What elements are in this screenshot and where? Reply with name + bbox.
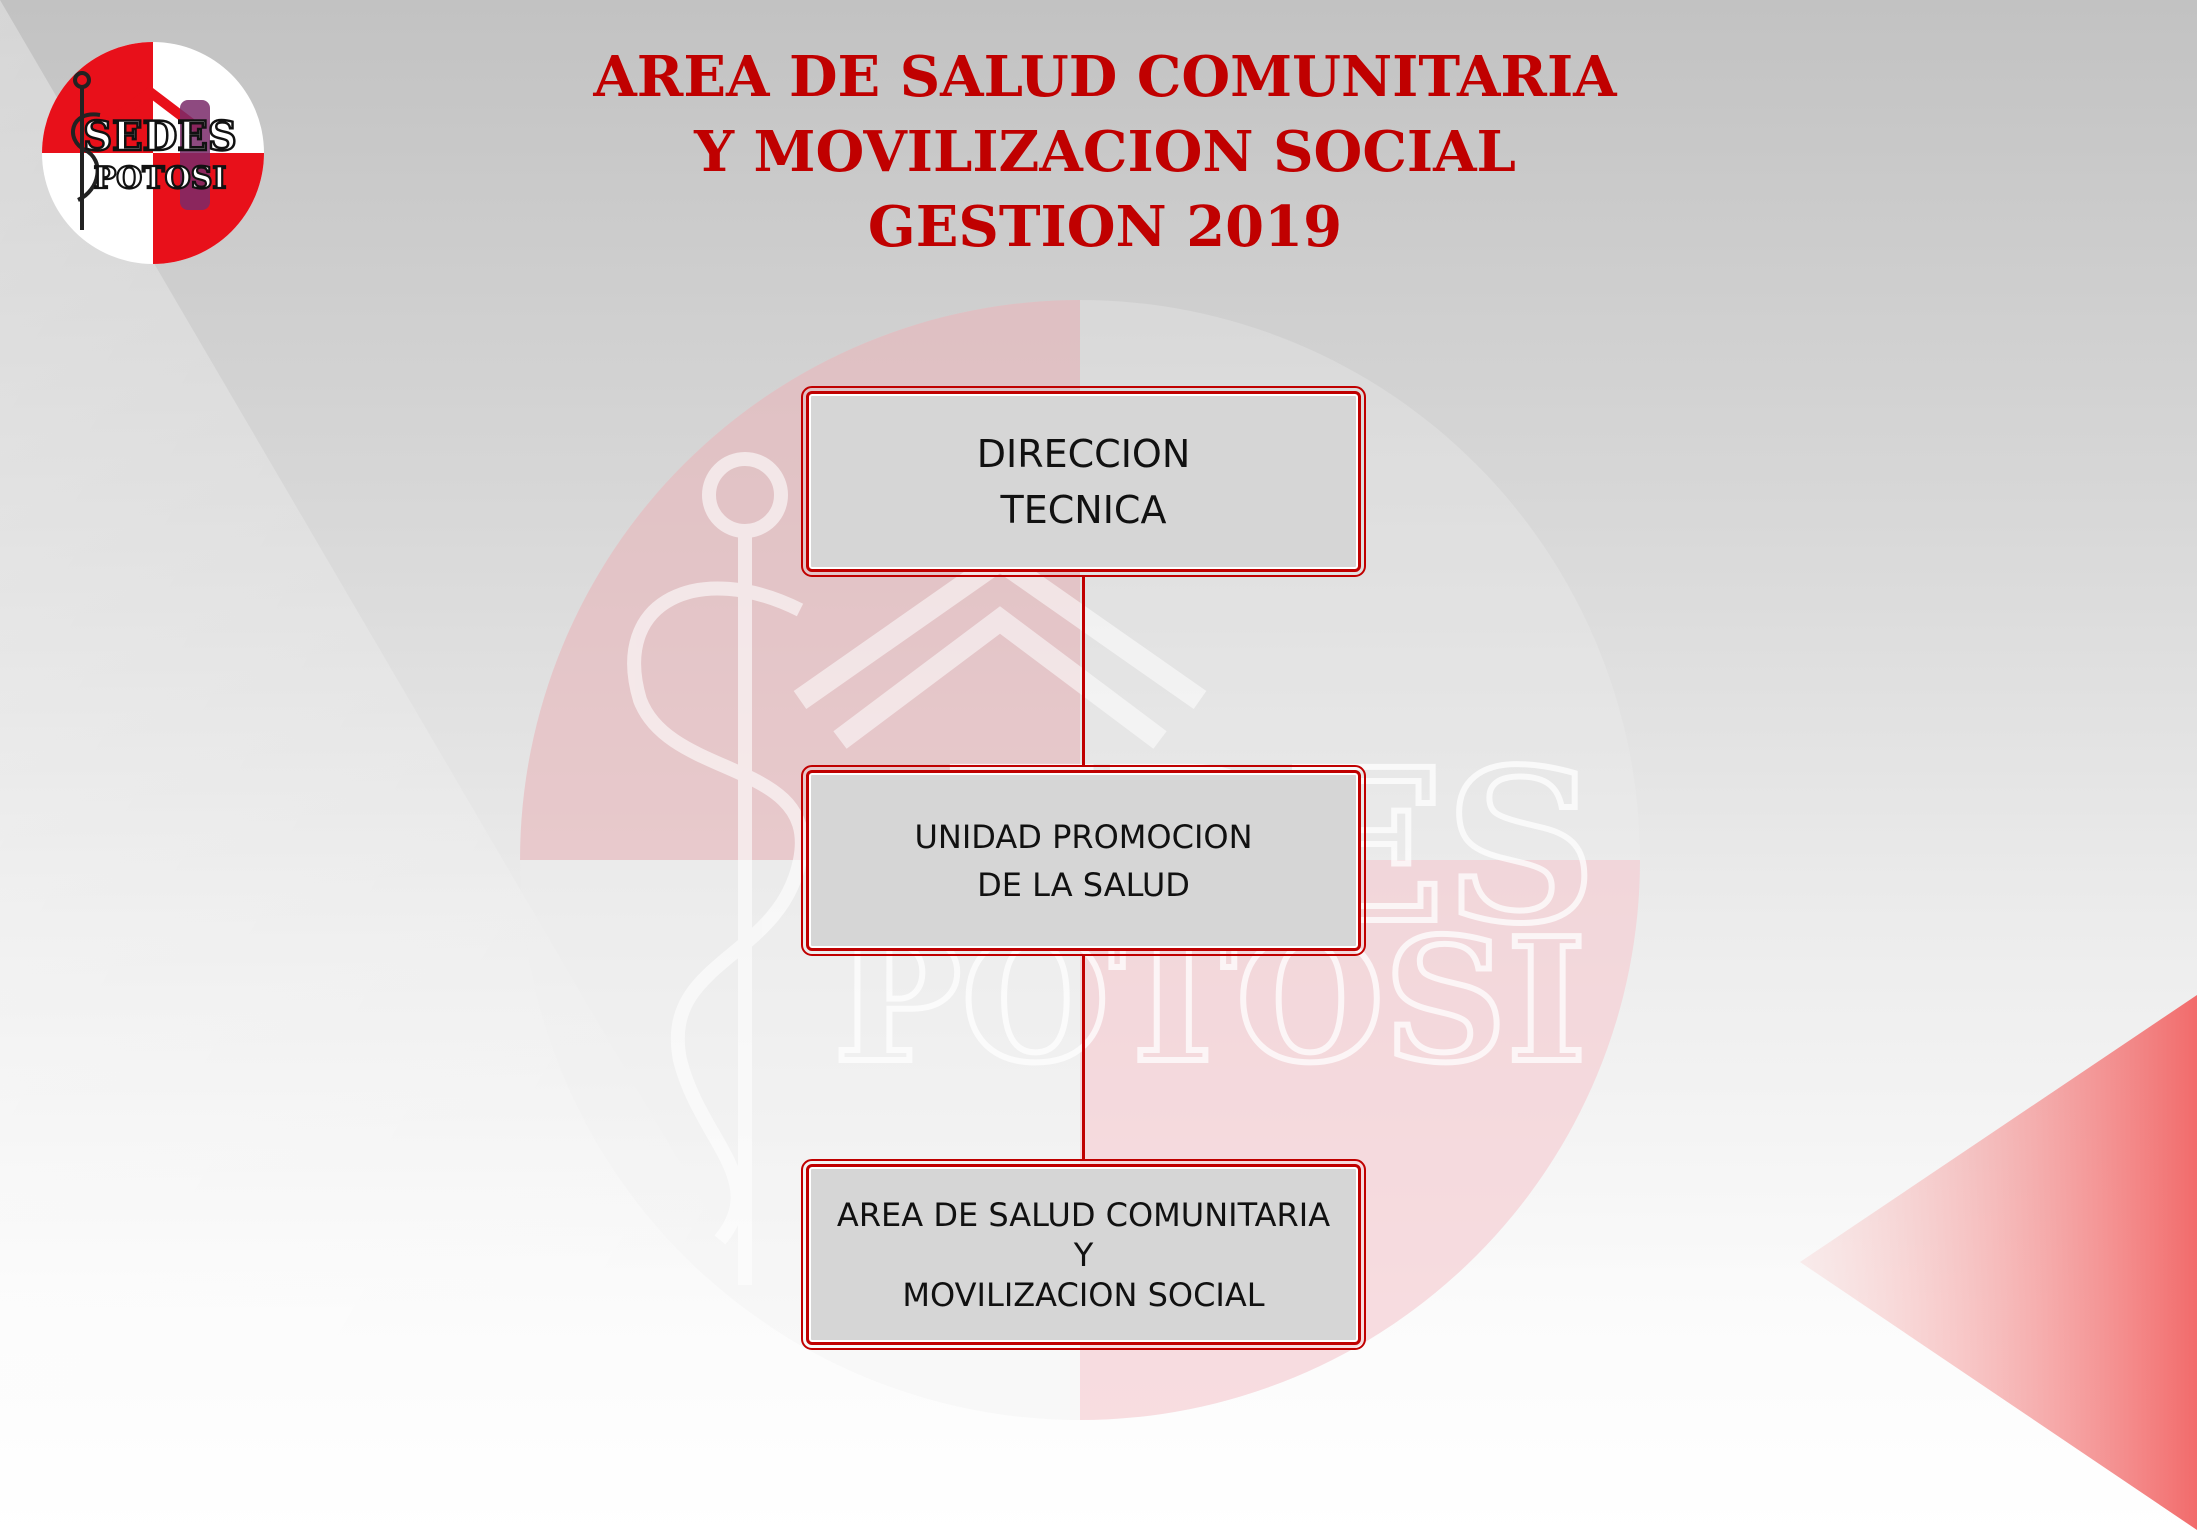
title-line-1: AREA DE SALUD COMUNITARIA [593, 44, 1617, 110]
title-line-3: GESTION 2019 [867, 194, 1343, 260]
logo-text-2: POTOSI [94, 161, 227, 196]
diagonal-band [0, 0, 900, 1539]
node-2-line-1: UNIDAD PROMOCION [914, 817, 1253, 856]
sedes-potosi-logo: SEDES POTOSI [42, 42, 264, 264]
node-3-line-2: Y [1073, 1235, 1094, 1274]
node-3-line-3: MOVILIZACION SOCIAL [902, 1275, 1265, 1314]
title-line-2: Y MOVILIZACION SOCIAL [694, 119, 1516, 185]
node-1-line-1: DIRECCION [976, 431, 1191, 476]
node-direccion-tecnica: DIRECCION TECNICA [801, 386, 1366, 577]
page-title: AREA DE SALUD COMUNITARIA Y MOVILIZACION… [540, 40, 1670, 265]
logo-text-1: SEDES [83, 113, 236, 160]
node-3-line-1: AREA DE SALUD COMUNITARIA [836, 1195, 1331, 1234]
node-area-salud-comunitaria: AREA DE SALUD COMUNITARIA Y MOVILIZACION… [801, 1159, 1366, 1350]
watermark-staff [627, 452, 809, 1285]
node-unidad-promocion: UNIDAD PROMOCION DE LA SALUD [801, 765, 1366, 956]
connector-line-1 [1082, 577, 1085, 765]
node-1-line-2: TECNICA [1000, 487, 1167, 532]
connector-line-2 [1082, 956, 1085, 1159]
corner-triangle [1800, 995, 2197, 1530]
node-2-line-2: DE LA SALUD [977, 865, 1190, 904]
